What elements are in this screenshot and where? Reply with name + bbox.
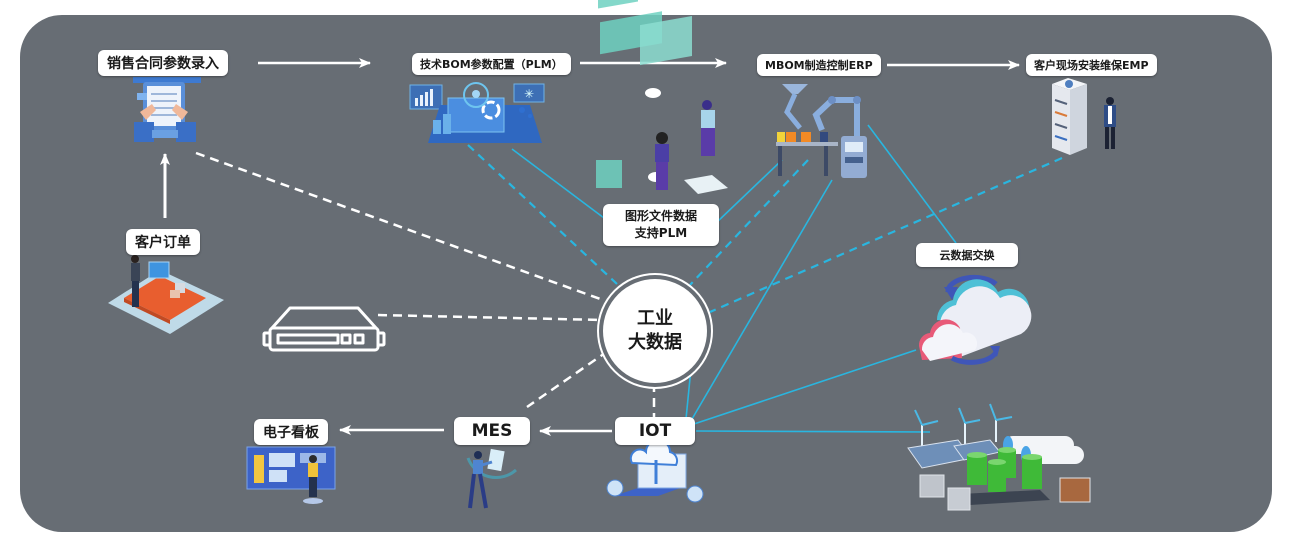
iot-cloud-laptop-illustration: [606, 439, 704, 503]
electronic-board-illustration: [246, 446, 336, 504]
node-onsite-emp: 客户现场安装维保EMP: [1026, 54, 1157, 76]
svg-text:✳: ✳: [524, 87, 534, 101]
node-iot: IOT: [615, 417, 695, 445]
emp-server-tower-illustration: [1052, 78, 1116, 155]
link-iot-cloud: [693, 349, 917, 425]
cloud-exchange-illustration: [918, 274, 1032, 365]
node-tech-bom-plm: 技术BOM参数配置（PLM）: [412, 53, 571, 75]
node-customer-order: 客户订单: [126, 229, 200, 255]
hub-title-line2: 大数据: [628, 332, 682, 353]
link-mbom-cloud: [867, 124, 957, 244]
tech-bom-dashboard-illustration: ✳: [409, 82, 545, 143]
node-sales-contract-input: 销售合同参数录入: [98, 50, 228, 76]
hub-title-line1: 工业: [637, 308, 673, 329]
graphics-files-line1: 图形文件数据: [624, 209, 697, 223]
link-mbom-hub: [689, 159, 809, 286]
mbom-robot-arm-illustration: [776, 84, 867, 178]
node-mbom-erp: MBOM制造控制ERP: [757, 54, 881, 76]
link-iot-energy: [695, 430, 931, 433]
link-server-hub: [377, 313, 604, 322]
link-sales-hub: [195, 151, 604, 302]
node-cloud-data-exchange: 云数据交换: [916, 243, 1018, 267]
node-graphics-files-plm: 图形文件数据 支持PLM: [603, 204, 719, 246]
contract-clipboard-illustration: [133, 77, 201, 142]
link-techbom-hub: [467, 144, 618, 285]
customer-order-desk-illustration: [108, 255, 224, 334]
server-icon: [262, 306, 386, 352]
link-iot-mbom: [691, 179, 833, 420]
node-electronic-board: 电子看板: [254, 419, 328, 445]
renewable-energy-storage-illustration: [907, 403, 1091, 511]
node-mes: MES: [454, 417, 530, 445]
industrial-big-data-hub: 工业 大数据: [603, 279, 707, 383]
link-techbom-graphics: [511, 148, 605, 219]
link-hub-mes: [526, 349, 609, 409]
graphics-files-line2: 支持PLM: [634, 226, 688, 240]
plm-graphics-team-illustration: [596, 0, 728, 194]
link-graphics-mbom: [715, 159, 783, 224]
